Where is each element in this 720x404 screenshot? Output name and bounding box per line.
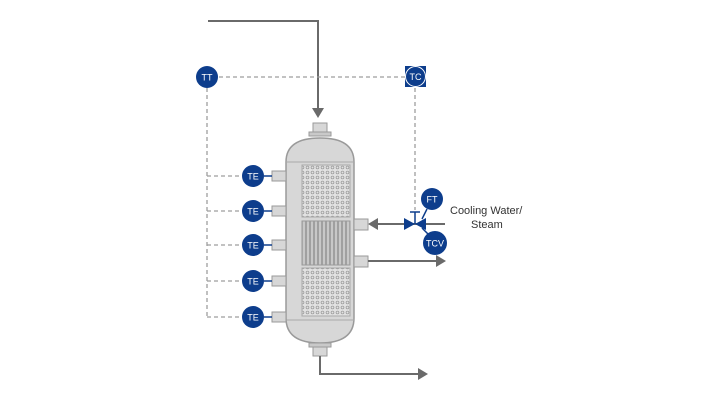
feed-inlet-line — [208, 20, 324, 118]
te-element-4: TE — [242, 270, 264, 292]
tcv-control-valve: TCV — [423, 231, 447, 255]
ft-flow-transmitter: FT — [421, 188, 443, 210]
control-valve — [404, 211, 426, 230]
te-label: TE — [247, 207, 259, 217]
te-element-1: TE — [242, 165, 264, 187]
coolant-outlet-line — [368, 255, 446, 267]
te-label: TE — [247, 313, 259, 323]
te-element-2: TE — [242, 200, 264, 222]
te-label: TE — [247, 172, 259, 182]
probe-nozzles — [271, 170, 287, 323]
te-label: TE — [247, 241, 259, 251]
ft-label: FT — [427, 195, 438, 205]
probe-connectors — [264, 175, 272, 318]
tcv-label: TCV — [426, 239, 444, 249]
product-outlet-line — [319, 356, 428, 380]
lower-packing-bed — [301, 267, 351, 317]
utility-label-line2: Steam — [471, 219, 503, 231]
tc-controller: TC — [405, 66, 426, 87]
utility-label-line1: Cooling Water/ — [450, 205, 523, 217]
temperature-signal-lines — [206, 76, 416, 318]
tc-label: TC — [410, 72, 422, 82]
coolant-nozzles — [353, 218, 369, 268]
te-element-5: TE — [242, 306, 264, 328]
tt-label: TT — [202, 73, 213, 83]
te-element-3: TE — [242, 234, 264, 256]
valve-instrument-links — [421, 208, 429, 235]
cooling-coil-section — [301, 220, 351, 266]
upper-packing-bed — [301, 164, 351, 218]
tt-transmitter: TT — [196, 66, 218, 88]
te-label: TE — [247, 277, 259, 287]
cooling-water-steam-label: Cooling Water/ Steam — [450, 205, 523, 231]
